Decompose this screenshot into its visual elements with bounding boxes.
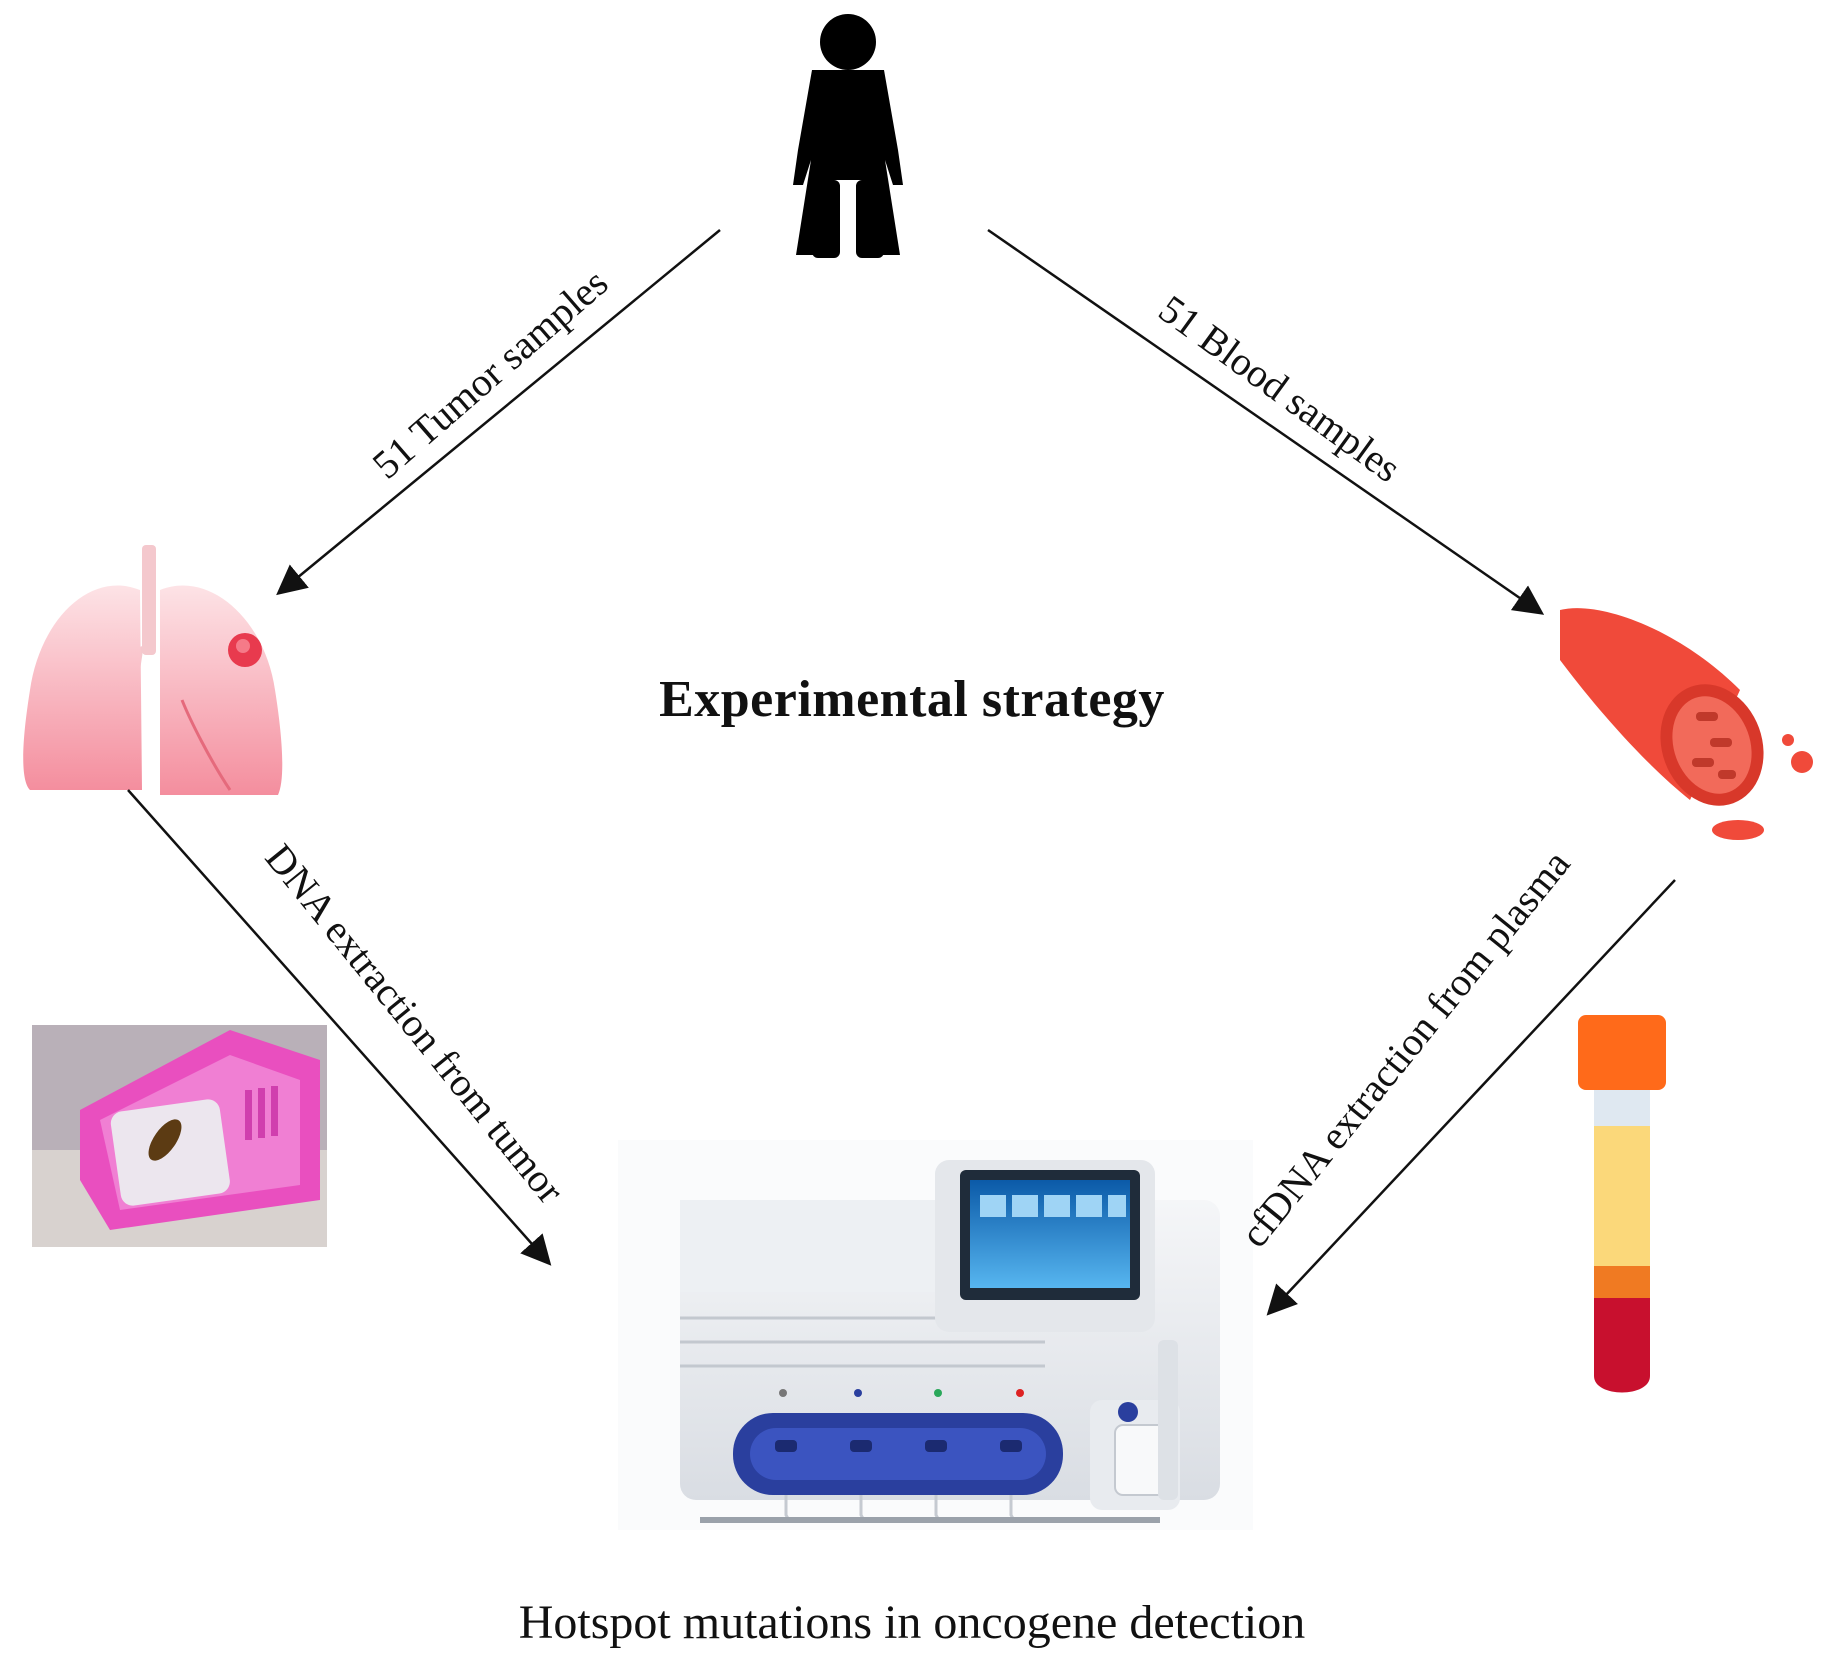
blood-vessel-icon — [1560, 608, 1813, 840]
lungs-with-tumor-icon — [23, 545, 283, 795]
sequencing-instrument-icon — [618, 1140, 1253, 1530]
arrow-vessel-to-instrument — [1266, 879, 1676, 1316]
blood-collection-tube-icon — [1578, 1015, 1666, 1393]
arrow-lung-to-instrument — [127, 789, 552, 1266]
diagram-title: Experimental strategy — [659, 671, 1165, 728]
tissue-cassette-photo — [32, 1025, 327, 1247]
diagram-footer: Hotspot mutations in oncogene detection — [518, 1596, 1306, 1649]
arrow-person-to-vessel — [987, 228, 1545, 615]
arrow-person-to-lung — [276, 229, 721, 596]
woman-icon — [793, 14, 903, 258]
